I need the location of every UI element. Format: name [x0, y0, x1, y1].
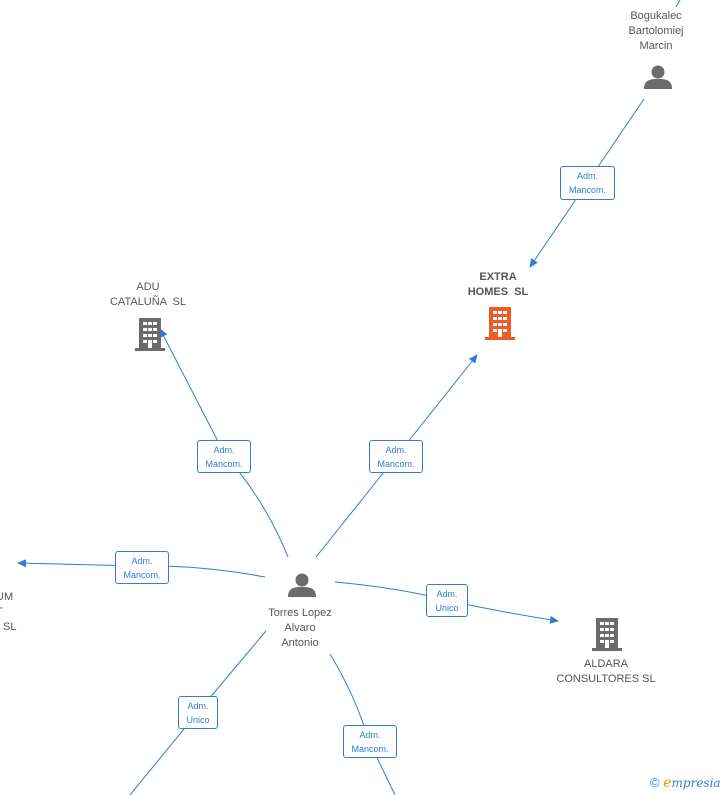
edge-label-role: Adm.	[213, 445, 235, 455]
node-label-line: ADU	[136, 281, 160, 293]
building-icon	[485, 307, 515, 340]
node-label-line: HOMES SL	[467, 286, 529, 298]
edge-label-type: Mancom.	[205, 459, 243, 469]
edge-label-torres-left[interactable]: Adm. Mancom.	[115, 551, 169, 584]
edge-label-torres-extra[interactable]: Adm. Mancom.	[369, 440, 423, 473]
node-label-line: Bogukalec	[630, 10, 682, 22]
node-label-bogukalec[interactable]: Bogukalec Bartolomiej Marcin	[606, 9, 706, 54]
node-label-line: CONSULTORES SL	[556, 673, 656, 685]
edge-label-bogukalec-extra[interactable]: Adm. Mancom.	[560, 166, 615, 200]
person-icon	[644, 65, 672, 89]
node-label-adu[interactable]: ADU CATALUÑA SL	[98, 280, 198, 310]
node-label-line: SL	[3, 621, 17, 633]
node-label-line: Marcin	[639, 40, 673, 52]
node-label-line: UM	[0, 591, 14, 603]
brand-name: mpresia	[671, 776, 721, 790]
copyright-brand: © empresia	[650, 775, 721, 791]
brand-logo: empresia	[663, 775, 721, 791]
edge-label-type: Mancom.	[377, 459, 415, 469]
edge-label-role: Adm.	[131, 556, 153, 566]
node-label-extra-homes[interactable]: EXTRA HOMES SL	[448, 270, 548, 300]
node-label-left-partial[interactable]: , UM T SL	[0, 575, 26, 635]
edge-label-type: Mancom.	[351, 744, 389, 754]
building-icon	[135, 318, 165, 351]
brand-initial: e	[663, 775, 672, 791]
node-label-line: T	[0, 605, 26, 620]
node-label-line: Torres Lopez	[268, 607, 332, 619]
building-icon	[592, 618, 622, 651]
edge-label-role: Adm.	[187, 701, 209, 711]
edge-label-torres-aldara[interactable]: Adm. Unico	[426, 584, 468, 617]
edge-label-role: Adm.	[359, 730, 381, 740]
edge-label-role: Adm.	[576, 171, 598, 181]
node-label-line: CATALUÑA SL	[109, 296, 186, 308]
node-label-line: ALDARA	[583, 658, 629, 670]
node-label-line: EXTRA	[479, 271, 517, 283]
edge-label-type: Mancom.	[123, 570, 161, 580]
edge-label-role: Adm.	[436, 589, 458, 599]
node-label-torres[interactable]: Torres Lopez Alvaro Antonio	[250, 606, 350, 651]
node-label-line: Antonio	[281, 637, 319, 649]
edge-label-torres-bottom[interactable]: Adm. Mancom.	[343, 725, 397, 758]
edge-label-type: Mancom.	[568, 185, 606, 195]
edge-label-type: Unico	[186, 715, 210, 725]
node-label-line: Alvaro	[284, 622, 316, 634]
node-label-line: Bartolomiej	[628, 25, 684, 37]
edge-label-type: Unico	[435, 603, 459, 613]
copyright-symbol: ©	[650, 775, 660, 790]
node-label-aldara[interactable]: ALDARA CONSULTORES SL	[546, 657, 666, 687]
edge-line-bogukalec-top	[675, 0, 681, 8]
edge-label-torres-bottomleft[interactable]: Adm. Unico	[178, 696, 218, 729]
edge-label-role: Adm.	[385, 445, 407, 455]
edge-label-torres-adu[interactable]: Adm. Mancom.	[197, 440, 251, 473]
person-icon	[288, 573, 316, 597]
node-label-line: ,	[0, 575, 26, 590]
